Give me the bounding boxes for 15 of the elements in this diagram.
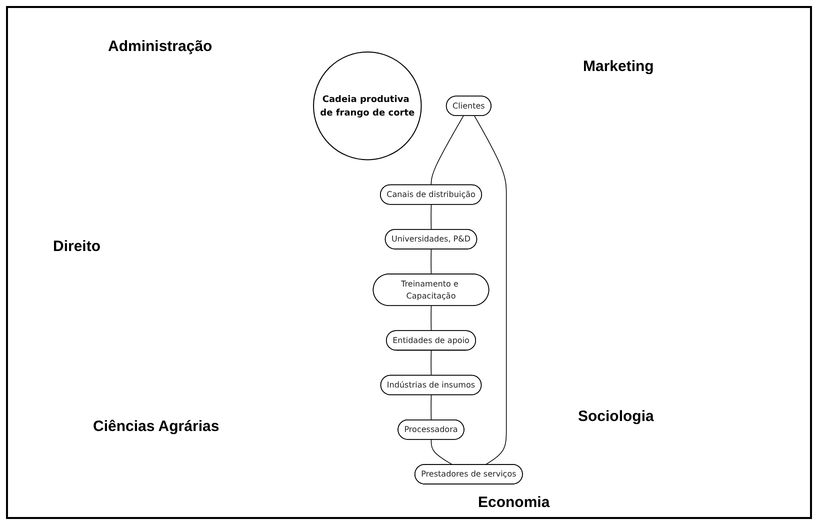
node-circle: Cadeia produtiva de frango de corte [313,52,422,160]
field-label: Ciências Agrárias [93,418,220,435]
field-label: Economia [478,494,550,511]
field-label: Sociologia [578,408,654,425]
connector [430,439,453,466]
field-label: Direito [53,238,101,255]
connector [430,204,432,230]
field-label: Administração [108,38,212,55]
connector [430,394,432,420]
connector [430,116,464,186]
field-label: Marketing [583,58,654,75]
connector [430,248,432,275]
connector [430,305,432,332]
connector [430,350,432,376]
connector [474,116,507,466]
